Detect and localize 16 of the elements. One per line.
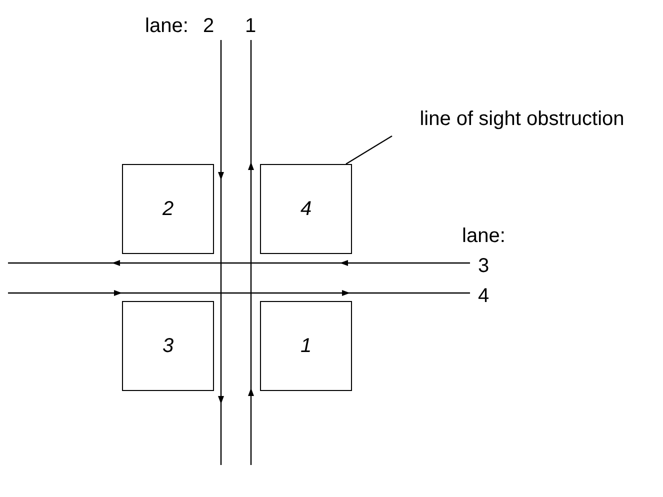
lane-label: 4 — [478, 286, 490, 306]
lane-label: 1 — [245, 16, 256, 36]
box-number: 4 — [300, 198, 312, 220]
box-number: 3 — [162, 334, 174, 358]
lane-label: lane: — [462, 226, 506, 246]
obstruction-box — [260, 301, 352, 391]
box-number: 1 — [300, 334, 312, 358]
lane-label: 3 — [478, 256, 490, 276]
obstruction-box — [260, 164, 352, 254]
box-number: 2 — [162, 198, 174, 220]
obstruction-box — [122, 164, 214, 254]
obstruction-box — [122, 301, 214, 391]
callout-text: line of sight obstruction — [420, 108, 624, 130]
lane-label: lane: — [145, 16, 188, 36]
leader-line — [346, 135, 392, 165]
lane-label: 2 — [203, 16, 214, 36]
